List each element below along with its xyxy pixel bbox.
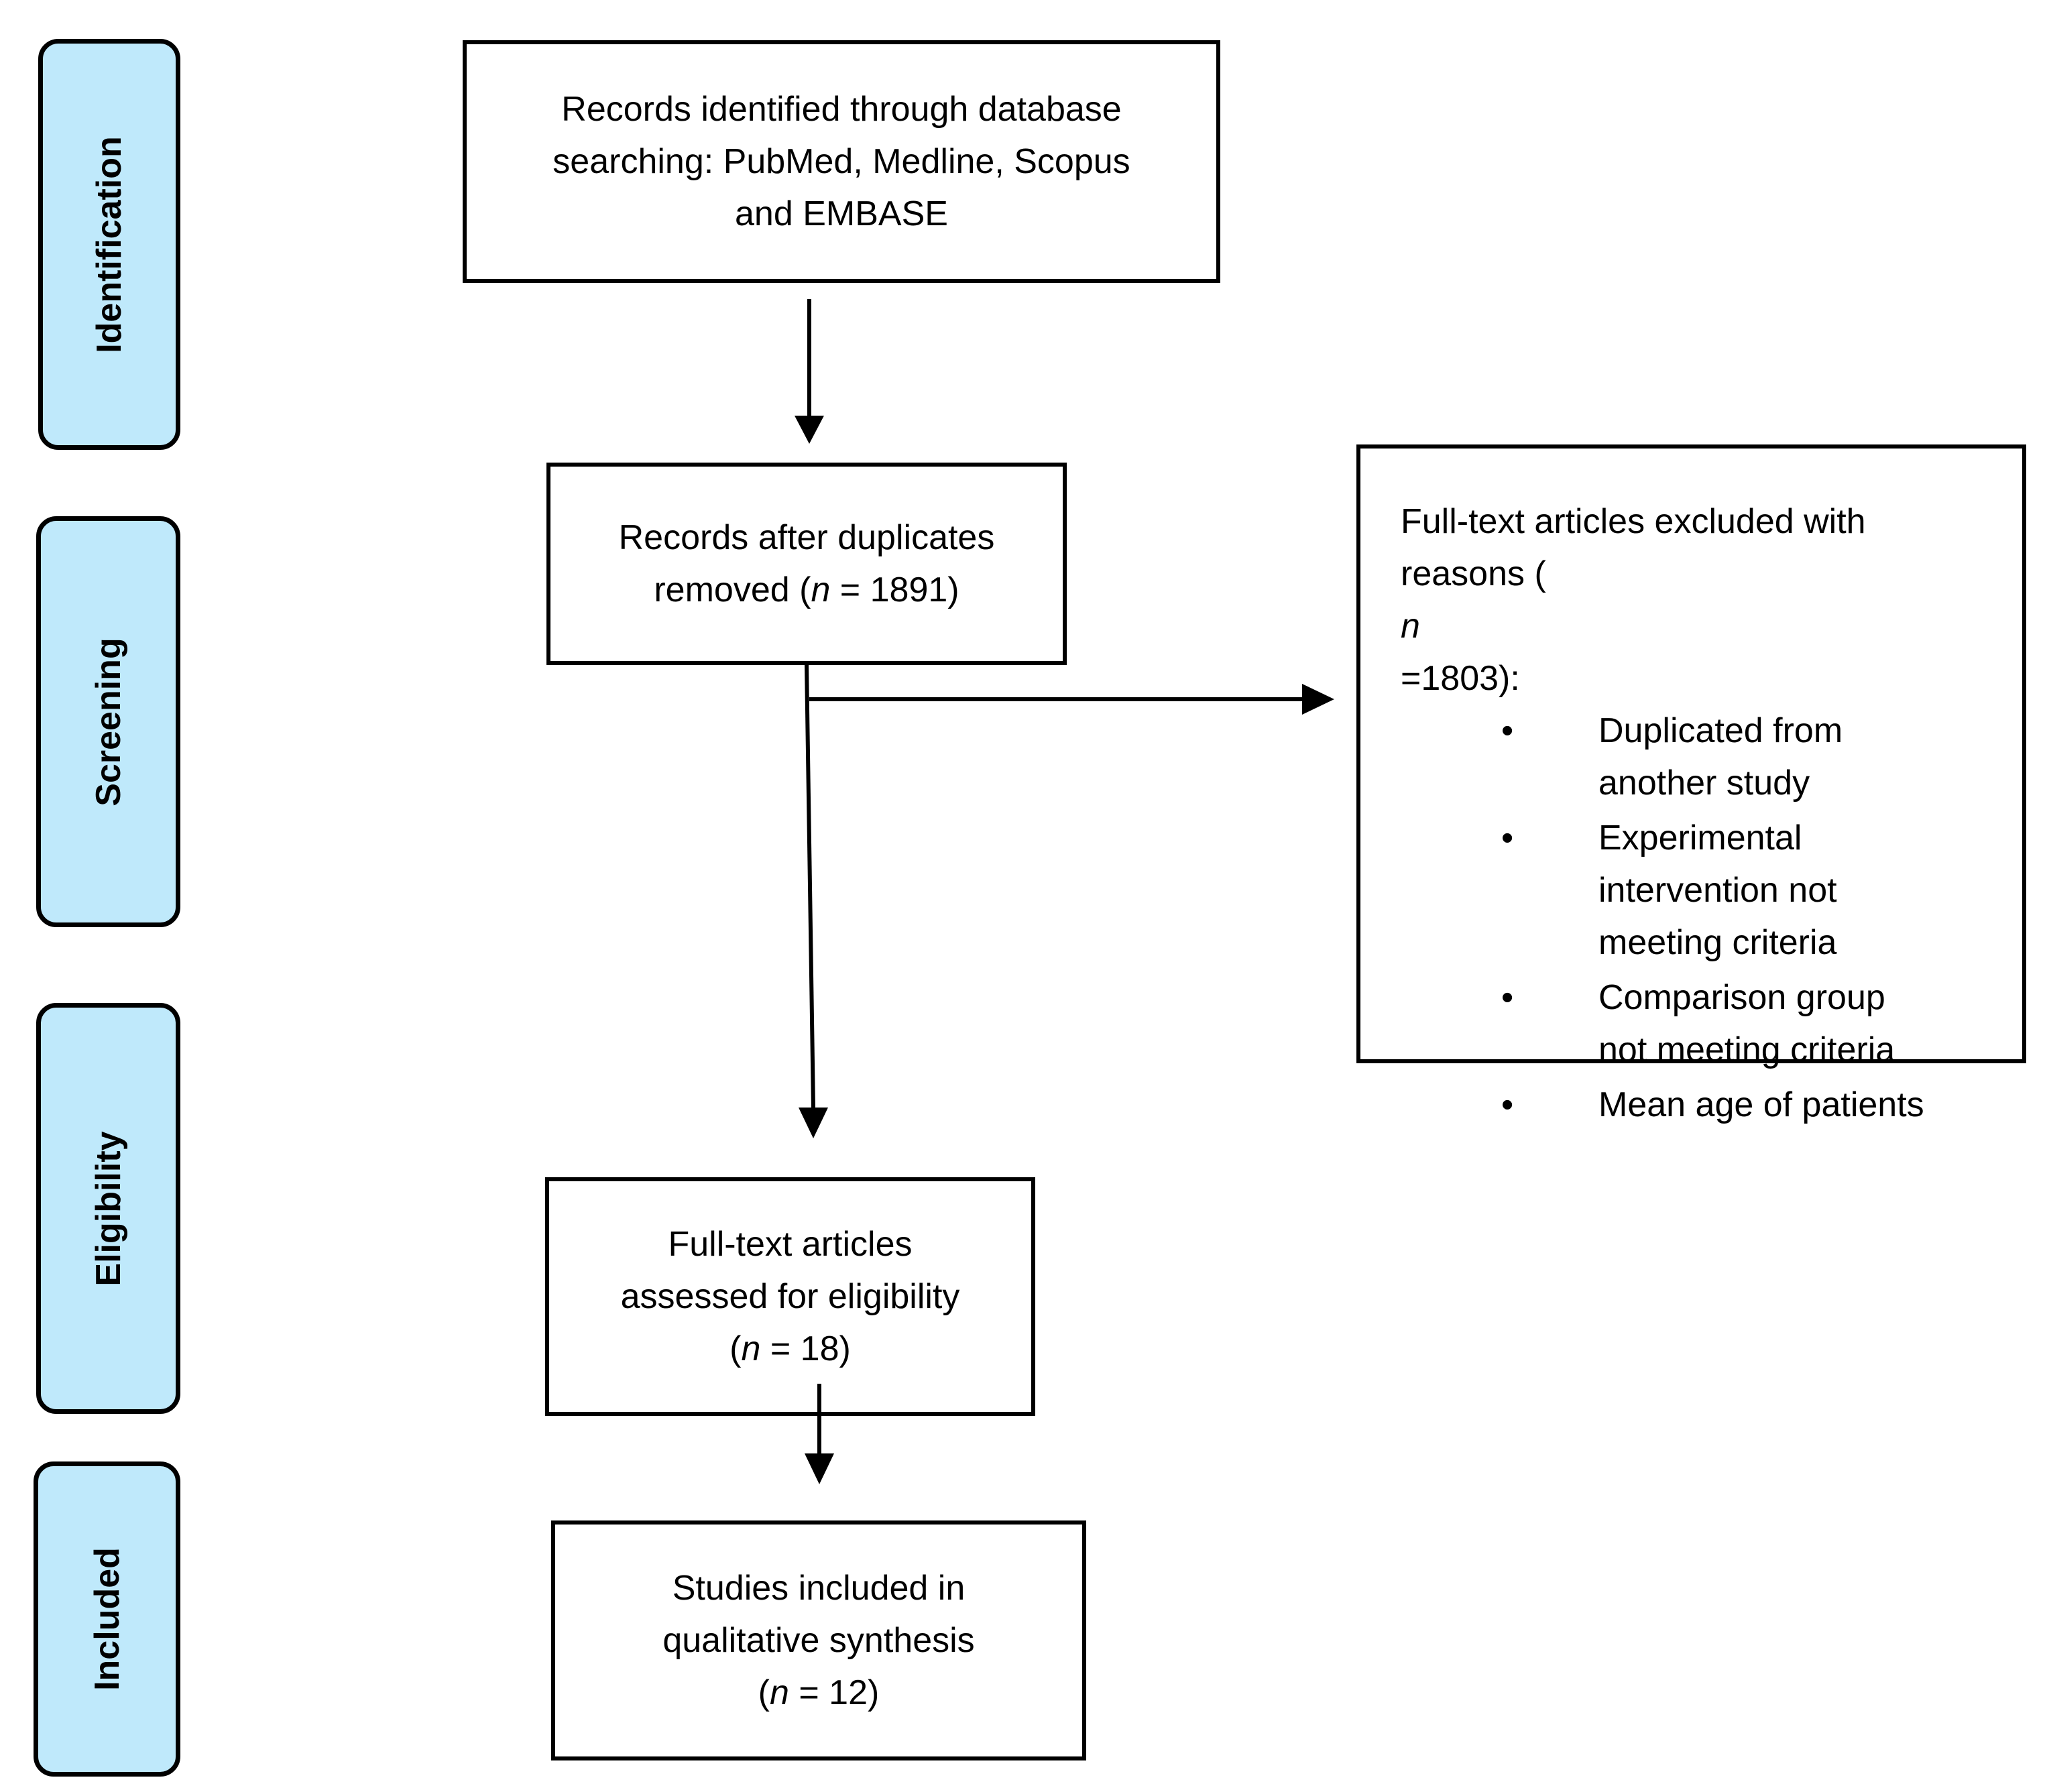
assessed-line: assessed for eligibility — [620, 1277, 960, 1316]
arrowhead-down — [799, 1108, 828, 1138]
count-value: =1803): — [1401, 659, 1520, 698]
count-prefix: reasons ( — [1401, 554, 1546, 593]
included-line: qualitative synthesis — [662, 1621, 975, 1660]
arrowhead-down — [805, 1453, 834, 1484]
reason-line: another study — [1598, 764, 1810, 802]
after-duplicates-count-line: removed (n = 1891) — [654, 564, 959, 616]
count-value: = 18) — [760, 1329, 851, 1368]
after-duplicates-line: Records after duplicates — [618, 518, 995, 557]
exclusion-reason: • Experimental intervention not meeting … — [1401, 812, 1989, 969]
stage-included: Included — [34, 1461, 180, 1777]
exclusion-reason: • Duplicated from another study — [1401, 705, 1989, 809]
records-identified-line: Records identified through database — [561, 90, 1122, 129]
included-line: Studies included in — [672, 1569, 966, 1608]
n-symbol: n — [741, 1329, 761, 1368]
assessed-line: Full-text articles — [668, 1225, 913, 1264]
excluded-title-line: Full-text articles excluded with — [1401, 502, 1866, 541]
records-identified-box: Records identified through database sear… — [463, 40, 1220, 283]
arrow-screening-to-eligibility — [805, 664, 815, 1108]
stage-identification: Identification — [38, 39, 180, 450]
records-identified-line: searching: PubMed, Medline, Scopus — [552, 142, 1130, 181]
reason-line: Mean age of patients — [1598, 1085, 1924, 1124]
count-value: = 12) — [788, 1673, 880, 1712]
bullet: • — [1501, 711, 1514, 750]
exclusion-reasons-list: • Duplicated from another study • Experi… — [1401, 705, 1989, 1131]
exclusion-reason: • Comparison group not meeting criteria — [1401, 971, 1989, 1076]
stage-eligibility: Eligibility — [36, 1003, 180, 1414]
bullet: • — [1501, 978, 1514, 1017]
n-symbol: n — [811, 571, 831, 609]
count-prefix: ( — [758, 1673, 770, 1712]
reason-line: not meeting criteria — [1598, 1030, 1895, 1069]
assessed-count-line: (n = 18) — [729, 1323, 851, 1375]
records-after-duplicates-box: Records after duplicates removed (n = 18… — [546, 463, 1067, 665]
count-prefix: ( — [729, 1329, 742, 1368]
reason-line: meeting criteria — [1598, 923, 1837, 962]
bullet: • — [1501, 1085, 1514, 1124]
count-prefix: removed ( — [654, 571, 811, 609]
reason-line: Comparison group — [1598, 978, 1885, 1017]
stage-screening: Screening — [36, 516, 180, 927]
reason-line: intervention not — [1598, 871, 1837, 910]
excluded-articles-box: Full-text articles excluded with reasons… — [1356, 444, 2026, 1124]
count-value: = 1891) — [830, 571, 959, 609]
records-identified-line: and EMBASE — [735, 194, 948, 233]
excluded-count-line: reasons ( n =1803): — [1401, 548, 1989, 705]
assessed-for-eligibility-box: Full-text articles assessed for eligibil… — [545, 1177, 1035, 1416]
exclusion-reason: • Mean age of patients — [1401, 1079, 1989, 1131]
bullet: • — [1501, 819, 1514, 857]
reason-line: Duplicated from — [1598, 711, 1843, 750]
included-count-line: (n = 12) — [758, 1667, 880, 1719]
n-symbol: n — [1401, 607, 1420, 646]
arrowhead-right — [1302, 684, 1334, 715]
arrowhead-down — [795, 416, 824, 444]
n-symbol: n — [769, 1673, 789, 1712]
studies-included-box: Studies included in qualitative synthesi… — [551, 1520, 1086, 1760]
reason-line: Experimental — [1598, 819, 1802, 857]
